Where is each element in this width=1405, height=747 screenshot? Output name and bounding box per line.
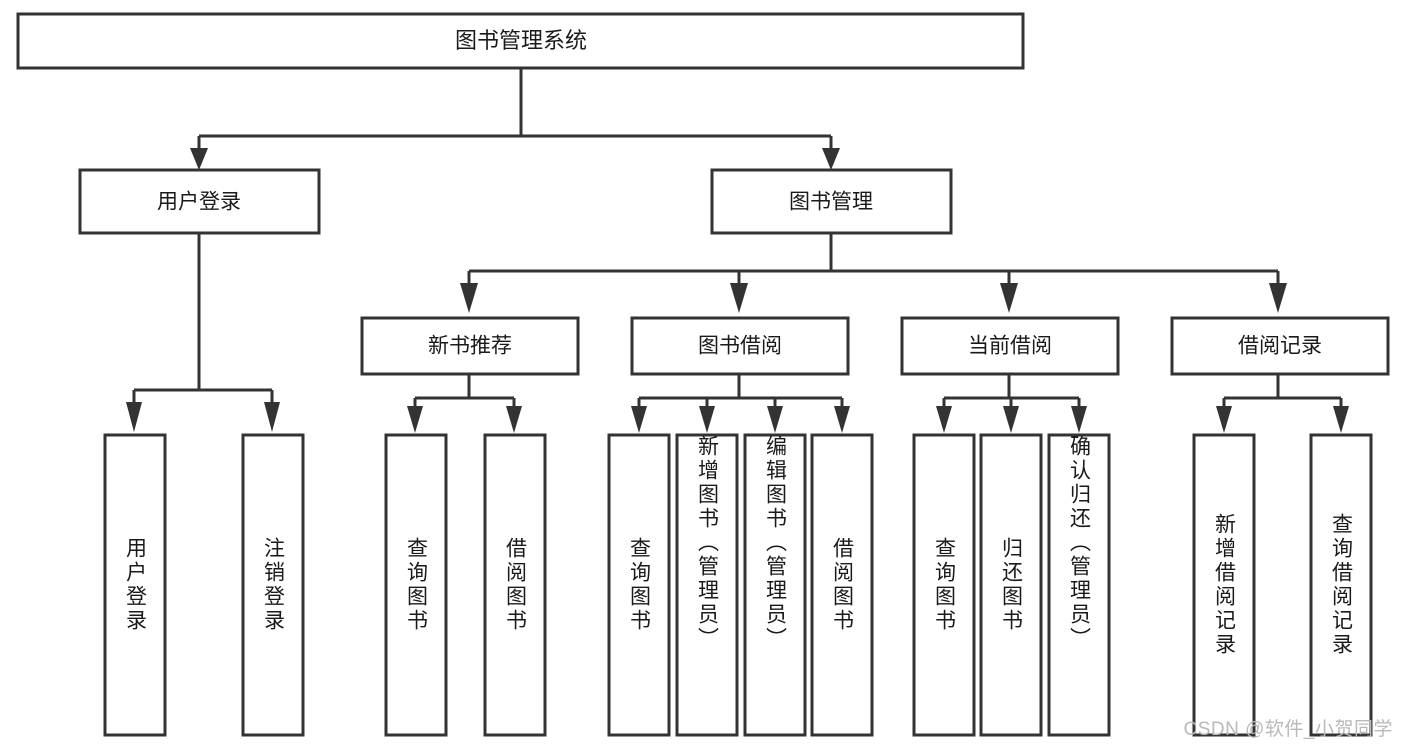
node-borrow-record-box[interactable] [1170,316,1390,376]
arrow-currentborrow-l3 [1071,406,1087,433]
leaf-current-return-box[interactable] [979,433,1043,737]
leaf-borrow-add-box[interactable] [675,433,739,737]
arrow-bookmgmt-c1 [460,283,478,313]
node-current-borrow-box[interactable] [900,316,1120,376]
node-current-borrow-label: 当前借阅 [968,335,1052,358]
leaf-logout-box[interactable] [241,433,305,737]
node-borrow-record-label: 借阅记录 [1238,335,1322,358]
arrow-root-to-bookmgmt [822,148,840,170]
node-book-borrow-box[interactable] [630,316,850,376]
arrow-bookborrow-l3 [767,406,783,433]
arrow-userlogin-leaf1 [126,402,142,432]
arrow-bookmgmt-c3 [1000,283,1018,313]
arrow-bookmgmt-c2 [730,283,748,313]
node-root-label: 图书管理系统 [455,28,587,53]
node-book-management-label: 图书管理 [789,191,873,214]
arrow-currentborrow-l2 [1003,406,1019,433]
leaf-current-confirm-box[interactable] [1047,433,1111,737]
arrow-bookmgmt-c4 [1269,283,1287,313]
node-layer: 图书管理系统 用户登录 图书管理 新书推荐 图书借阅 当前借阅 借阅记录 [16,12,1390,737]
leaf-user-login-box[interactable] [103,433,167,737]
arrow-bookborrow-l2 [699,406,715,433]
csdn-watermark: CSDN @软件_小贺同学 [1183,719,1393,740]
node-user-login-box[interactable] [78,168,321,235]
leaf-record-query-box[interactable] [1309,433,1373,737]
leaf-borrow-query-box[interactable] [607,433,671,737]
node-book-management-box[interactable] [710,168,953,235]
arrow-borrowrecord-l1 [1216,406,1232,433]
node-book-borrow-label: 图书借阅 [698,335,782,358]
leaf-newbook-borrow-box[interactable] [483,433,547,737]
leaf-borrow-lend-box[interactable] [810,433,874,737]
arrow-bookborrow-l1 [631,406,647,433]
node-new-book-recommend-box[interactable] [360,316,580,376]
arrow-newbook-l1 [407,406,423,433]
node-root-box[interactable] [16,12,1025,70]
arrow-root-to-userlogin [190,148,208,170]
arrow-bookborrow-l4 [834,406,850,433]
arrow-borrowrecord-l2 [1333,406,1349,433]
leaf-borrow-edit-box[interactable] [743,433,807,737]
arrow-userlogin-leaf2 [264,402,280,432]
connector-layer [126,68,1349,433]
leaf-newbook-query-box[interactable] [384,433,448,737]
arrow-currentborrow-l1 [936,406,952,433]
arrow-newbook-l2 [506,406,522,433]
node-new-book-recommend-label: 新书推荐 [428,335,512,358]
leaf-current-query-box[interactable] [912,433,976,737]
leaf-record-add-box[interactable] [1192,433,1256,737]
node-user-login-label: 用户登录 [157,191,241,214]
